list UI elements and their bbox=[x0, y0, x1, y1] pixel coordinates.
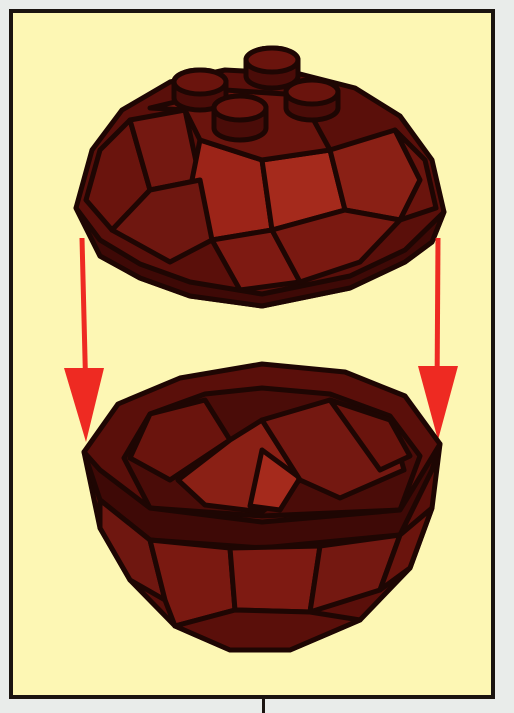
left-arrow bbox=[64, 238, 104, 442]
right-arrow bbox=[418, 238, 458, 440]
lid-piece bbox=[76, 48, 444, 306]
base-facet-center bbox=[230, 546, 320, 612]
base-piece bbox=[84, 364, 440, 650]
